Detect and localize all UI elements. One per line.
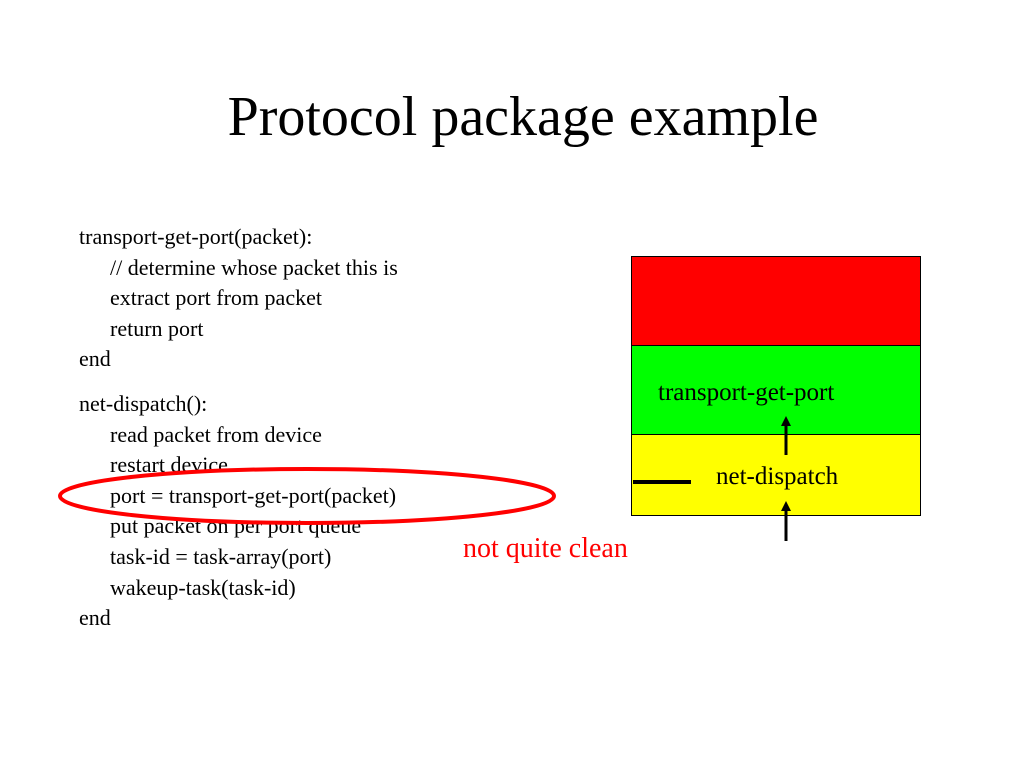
code-line: put packet on per port queue <box>110 513 362 539</box>
code-line: task-id = task-array(port) <box>110 543 332 569</box>
transport-get-port-code: transport-get-port(packet): // determine … <box>79 222 398 375</box>
transport-get-port-label: transport-get-port <box>658 379 835 406</box>
code-line: restart device <box>110 452 228 478</box>
code-line: return port <box>110 315 204 341</box>
net-dispatch-code: net-dispatch(): read packet from device re… <box>79 389 396 634</box>
not-quite-clean-note: not quite clean <box>463 533 628 564</box>
stack-layer-transport: transport-get-port <box>631 345 921 435</box>
code-line: // determine whose packet this is <box>110 254 398 280</box>
code-line: end <box>79 346 111 372</box>
stack-layer-top <box>631 256 921 346</box>
code-line: port = transport-get-port(packet) <box>110 482 397 508</box>
code-line: end <box>79 605 111 631</box>
net-dispatch-label: net-dispatch <box>716 463 839 490</box>
code-line: wakeup-task(task-id) <box>110 574 296 600</box>
code-line: read packet from device <box>110 421 322 447</box>
code-line: transport-get-port(packet): <box>79 224 313 249</box>
stack-layer-net-dispatch: net-dispatch <box>631 434 921 516</box>
code-line: net-dispatch(): <box>79 391 208 416</box>
slide-title: Protocol package example <box>227 86 819 148</box>
code-line: extract port from packet <box>110 285 322 311</box>
